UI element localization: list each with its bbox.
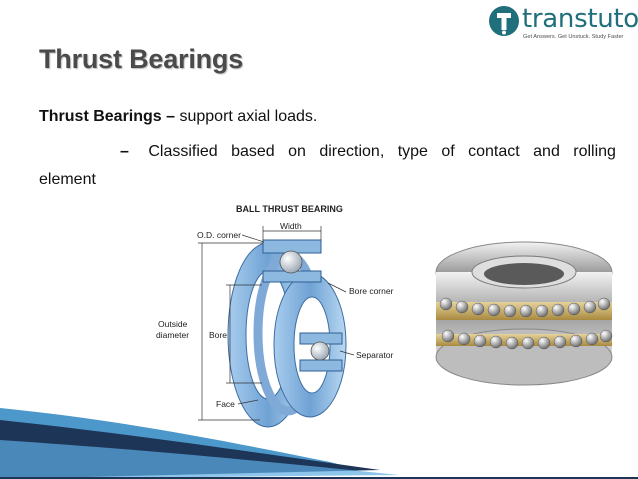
label-face: Face [216,399,235,409]
logo-name: transtutors [522,4,638,34]
label-bore: Bore [209,330,227,340]
ball [279,250,303,274]
definition-line: Thrust Bearings – support axial loads. [39,108,317,126]
bullet-word: direction, [319,143,385,160]
definition-text: support axial loads. [175,108,318,125]
label-diameter: diameter [156,330,189,340]
ball-thrust-bearing-diagram: BALL THRUST BEARING [156,204,394,428]
bullet-line: – Classified based on direction, type of… [120,143,616,161]
bullet-word: on [288,143,306,160]
ball [310,341,330,361]
label-outside: Outside [158,319,188,329]
bullet-word: Classified [148,143,218,160]
bullet-word: and [533,143,560,160]
label-width: Width [280,221,302,231]
logo-mark-icon [489,6,519,36]
label-separator: Separator [356,350,393,360]
bullet-word: of [441,143,455,160]
transtutors-logo[interactable]: transtutors Get Answers. Get Unstuck. St… [488,4,638,45]
bullet-word: based [231,143,275,160]
logo-tagline: Get Answers. Get Unstuck. Study Faster [523,34,624,40]
definition-term: Thrust Bearings – [39,108,176,125]
bearing-photo [435,241,613,386]
label-bore-corner: Bore corner [349,286,394,296]
bullet-word: rolling [573,143,616,160]
slide-title: Thrust Bearings [39,44,244,74]
bullet-dash: – [120,143,129,160]
diagram-title: BALL THRUST BEARING [236,204,343,214]
bottom-swoosh-decoration [0,408,638,479]
bullet-continuation: element [39,171,96,188]
label-od-corner: O.D. corner [197,230,241,240]
bullet-word: type [397,143,428,160]
bullet-word: contact [468,143,520,160]
